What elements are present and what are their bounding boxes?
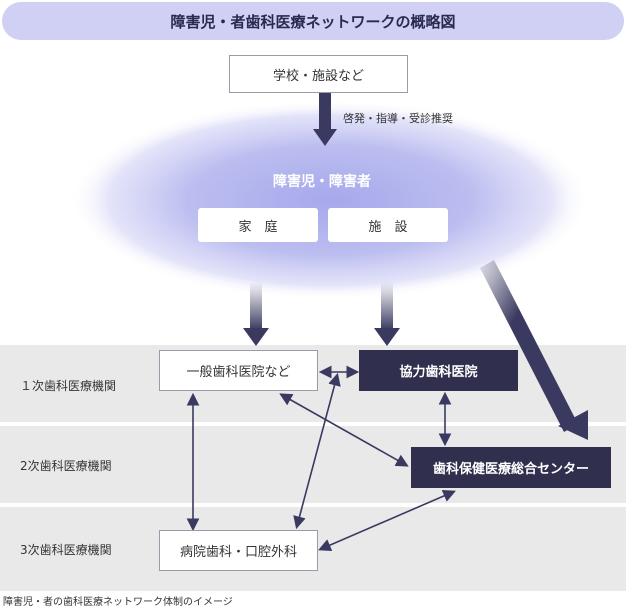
caption: 障害児・者の歯科医療ネットワーク体制のイメージ — [3, 597, 233, 608]
arrow-cloud-to-center — [480, 260, 588, 440]
center-box: 歯科保健医療総合センター — [411, 447, 611, 488]
link-hospital-general — [293, 372, 341, 530]
page-title: 障害児・者歯科医療ネットワークの概略図 — [2, 2, 624, 40]
guidance-note: 啓発・指導・受診推奨 — [343, 112, 453, 125]
arrow-home-to-general — [243, 282, 269, 346]
general-clinic-box: 一般歯科医院など — [159, 350, 318, 391]
level-label-tertiary: 3次歯科医療機関 — [20, 543, 112, 557]
school-box: 学校・施設など — [229, 55, 408, 93]
level-label-secondary: 2次歯科医療機関 — [20, 459, 112, 473]
cooperating-clinic-box: 協力歯科医院 — [359, 350, 518, 391]
cloud-title: 障害児・障害者 — [273, 174, 371, 190]
link-general-center — [279, 393, 409, 467]
home-box: 家 庭 — [198, 208, 318, 242]
facility-box: 施 設 — [328, 208, 448, 242]
arrow-facility-to-coop — [374, 282, 400, 346]
level-label-primary: １次歯科医療機関 — [20, 379, 117, 393]
hospital-box: 病院歯科・口腔外科 — [159, 530, 318, 571]
arrow-school-to-cloud — [313, 93, 337, 146]
link-hospital-center — [318, 489, 456, 552]
